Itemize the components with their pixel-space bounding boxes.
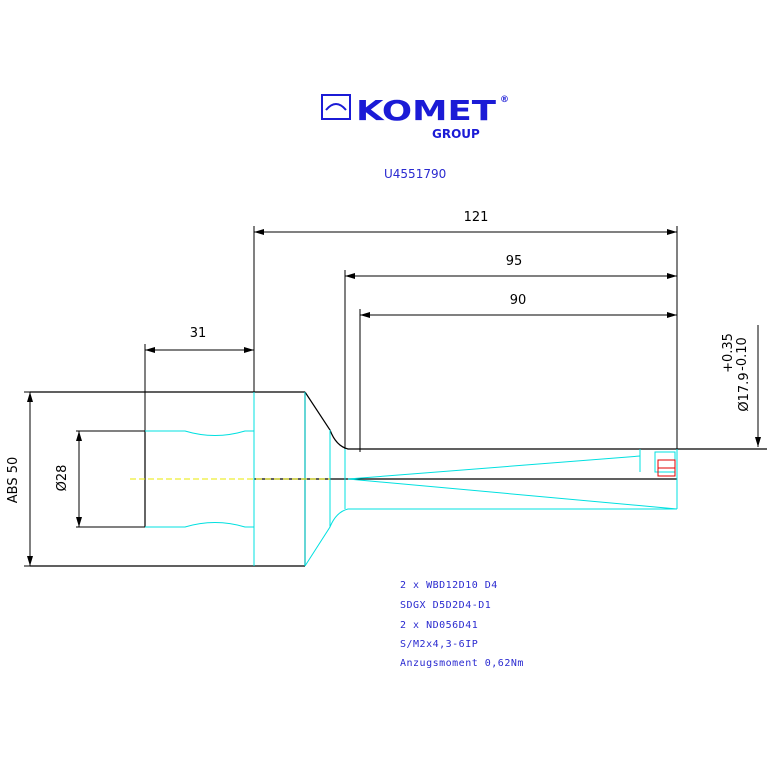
note-line: S/M2x4,3-6IP — [400, 639, 478, 650]
note-line: 2 x ND056D41 — [400, 620, 478, 631]
parts-notes: 2 x WBD12D10 D4 SDGX D5D2D4-D1 2 x ND056… — [400, 580, 524, 669]
komet-logo: KOMET ® GROUP — [321, 94, 509, 141]
brand-sub: GROUP — [432, 127, 480, 141]
cutting-insert — [657, 459, 676, 477]
tol-lower: -0.10 — [735, 337, 750, 371]
note-line: 2 x WBD12D10 D4 — [400, 580, 498, 591]
dim-121: 121 — [464, 210, 489, 225]
dim-d28: Ø28 — [55, 465, 70, 492]
dim-d179: Ø17.9 — [737, 372, 752, 411]
tol-upper: +0.35 — [721, 333, 736, 373]
part-number: U4551790 — [384, 167, 446, 181]
dimension-lines — [27, 229, 761, 566]
dim-95: 95 — [506, 254, 523, 269]
registered-mark: ® — [500, 95, 509, 105]
note-line: Anzugsmoment 0,62Nm — [400, 658, 524, 669]
dim-31: 31 — [190, 326, 207, 341]
dim-90: 90 — [510, 293, 527, 308]
extension-lines — [24, 226, 678, 567]
note-line: SDGX D5D2D4-D1 — [400, 600, 491, 611]
brand-name: KOMET — [356, 94, 496, 127]
dim-abs50: ABS 50 — [6, 457, 21, 504]
